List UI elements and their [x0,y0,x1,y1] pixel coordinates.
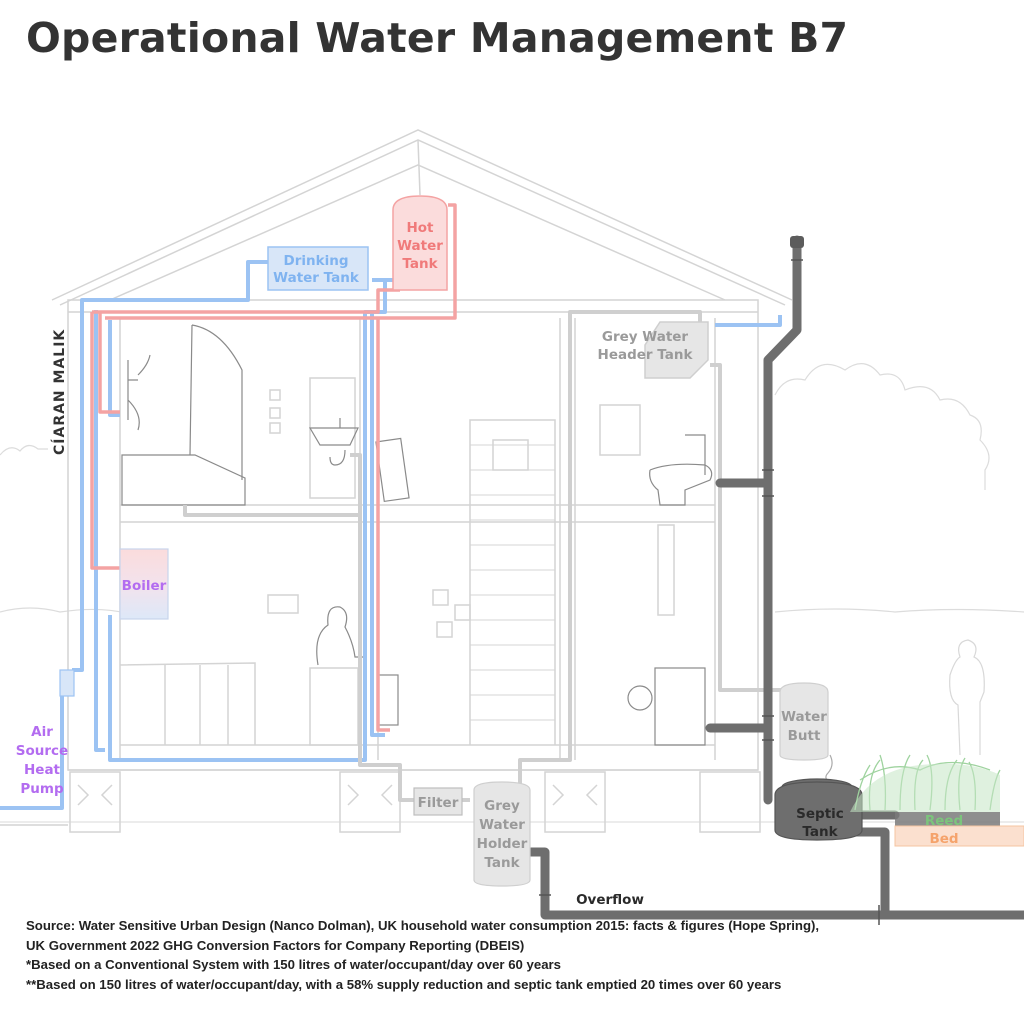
source-notes: Source: Water Sensitive Urban Design (Na… [26,916,1016,994]
reed-bed-label-line-2: Bed [929,831,958,847]
furniture-sketches [121,324,985,756]
drinking-water-tank-label-line-1: Drinking [284,253,349,269]
boiler-label: Boiler [122,578,167,594]
author-credit: CÍARAN MALIK [52,328,68,455]
boiler: Boiler [119,548,169,620]
heat-pump-unit [59,669,75,697]
air-source-heat-pump-label: Air Source Heat Pump [16,724,68,797]
black-water-pipe-joints [539,259,880,925]
holder-tank-label-line-3: Holder [477,836,528,852]
water-butt-label-line-2: Butt [788,728,821,744]
holder-tank-label-line-2: Water [479,817,525,833]
grey-water-pipes [183,310,785,802]
filter-label: Filter [418,795,459,811]
septic-tank-label-line-2: Tank [802,824,838,840]
reed-bed: Reed Bed [850,754,1024,847]
septic-tank-label-line-1: Septic [796,806,844,822]
hot-water-tank-label-line-3: Tank [402,256,438,272]
heat-pump-label-line-2: Source [16,743,68,759]
heat-pump-label-line-3: Heat [24,762,61,778]
heat-pump-label-line-1: Air [31,724,53,740]
filter: Filter [413,787,463,816]
holder-tank-label-line-1: Grey [484,798,520,814]
source-note-line-2: UK Government 2022 GHG Conversion Factor… [26,937,525,953]
holder-tank-label-line-4: Tank [484,855,520,871]
black-water-pipes [525,235,1024,920]
footnote-reduction: **Based on 150 litres of water/occupant/… [26,976,782,992]
hot-water-tank-label-line-2: Water [397,238,443,254]
source-note-line-1: Source: Water Sensitive Urban Design (Na… [26,918,820,933]
background-trees [0,363,1024,615]
vent-cap [790,236,804,248]
grey-water-header-tank-label-line-2: Header Tank [598,347,694,363]
hot-water-tank-label-line-1: Hot [406,220,434,236]
footnote-conventional: *Based on a Conventional System with 150… [26,957,562,972]
grey-water-header-tank: Grey Water Header Tank [598,321,709,379]
grey-water-header-tank-label-line-1: Grey Water [602,329,689,345]
grey-water-holder-tank: Grey Water Holder Tank [473,781,531,887]
hot-water-pipes [90,203,457,732]
overflow-label: Overflow [576,892,644,908]
drinking-water-tank: Drinking Water Tank [267,246,369,291]
heat-pump-label-line-4: Pump [20,781,64,797]
drinking-water-tank-label-line-2: Water Tank [273,270,360,286]
septic-tank: Septic Tank [774,778,863,841]
water-butt: Water Butt [779,682,833,784]
hot-water-tank: Hot Water Tank [392,195,448,291]
page-title: Operational Water Management B7 [26,14,849,62]
water-butt-label-line-1: Water [781,709,827,725]
reed-bed-label-line-1: Reed [925,813,963,829]
